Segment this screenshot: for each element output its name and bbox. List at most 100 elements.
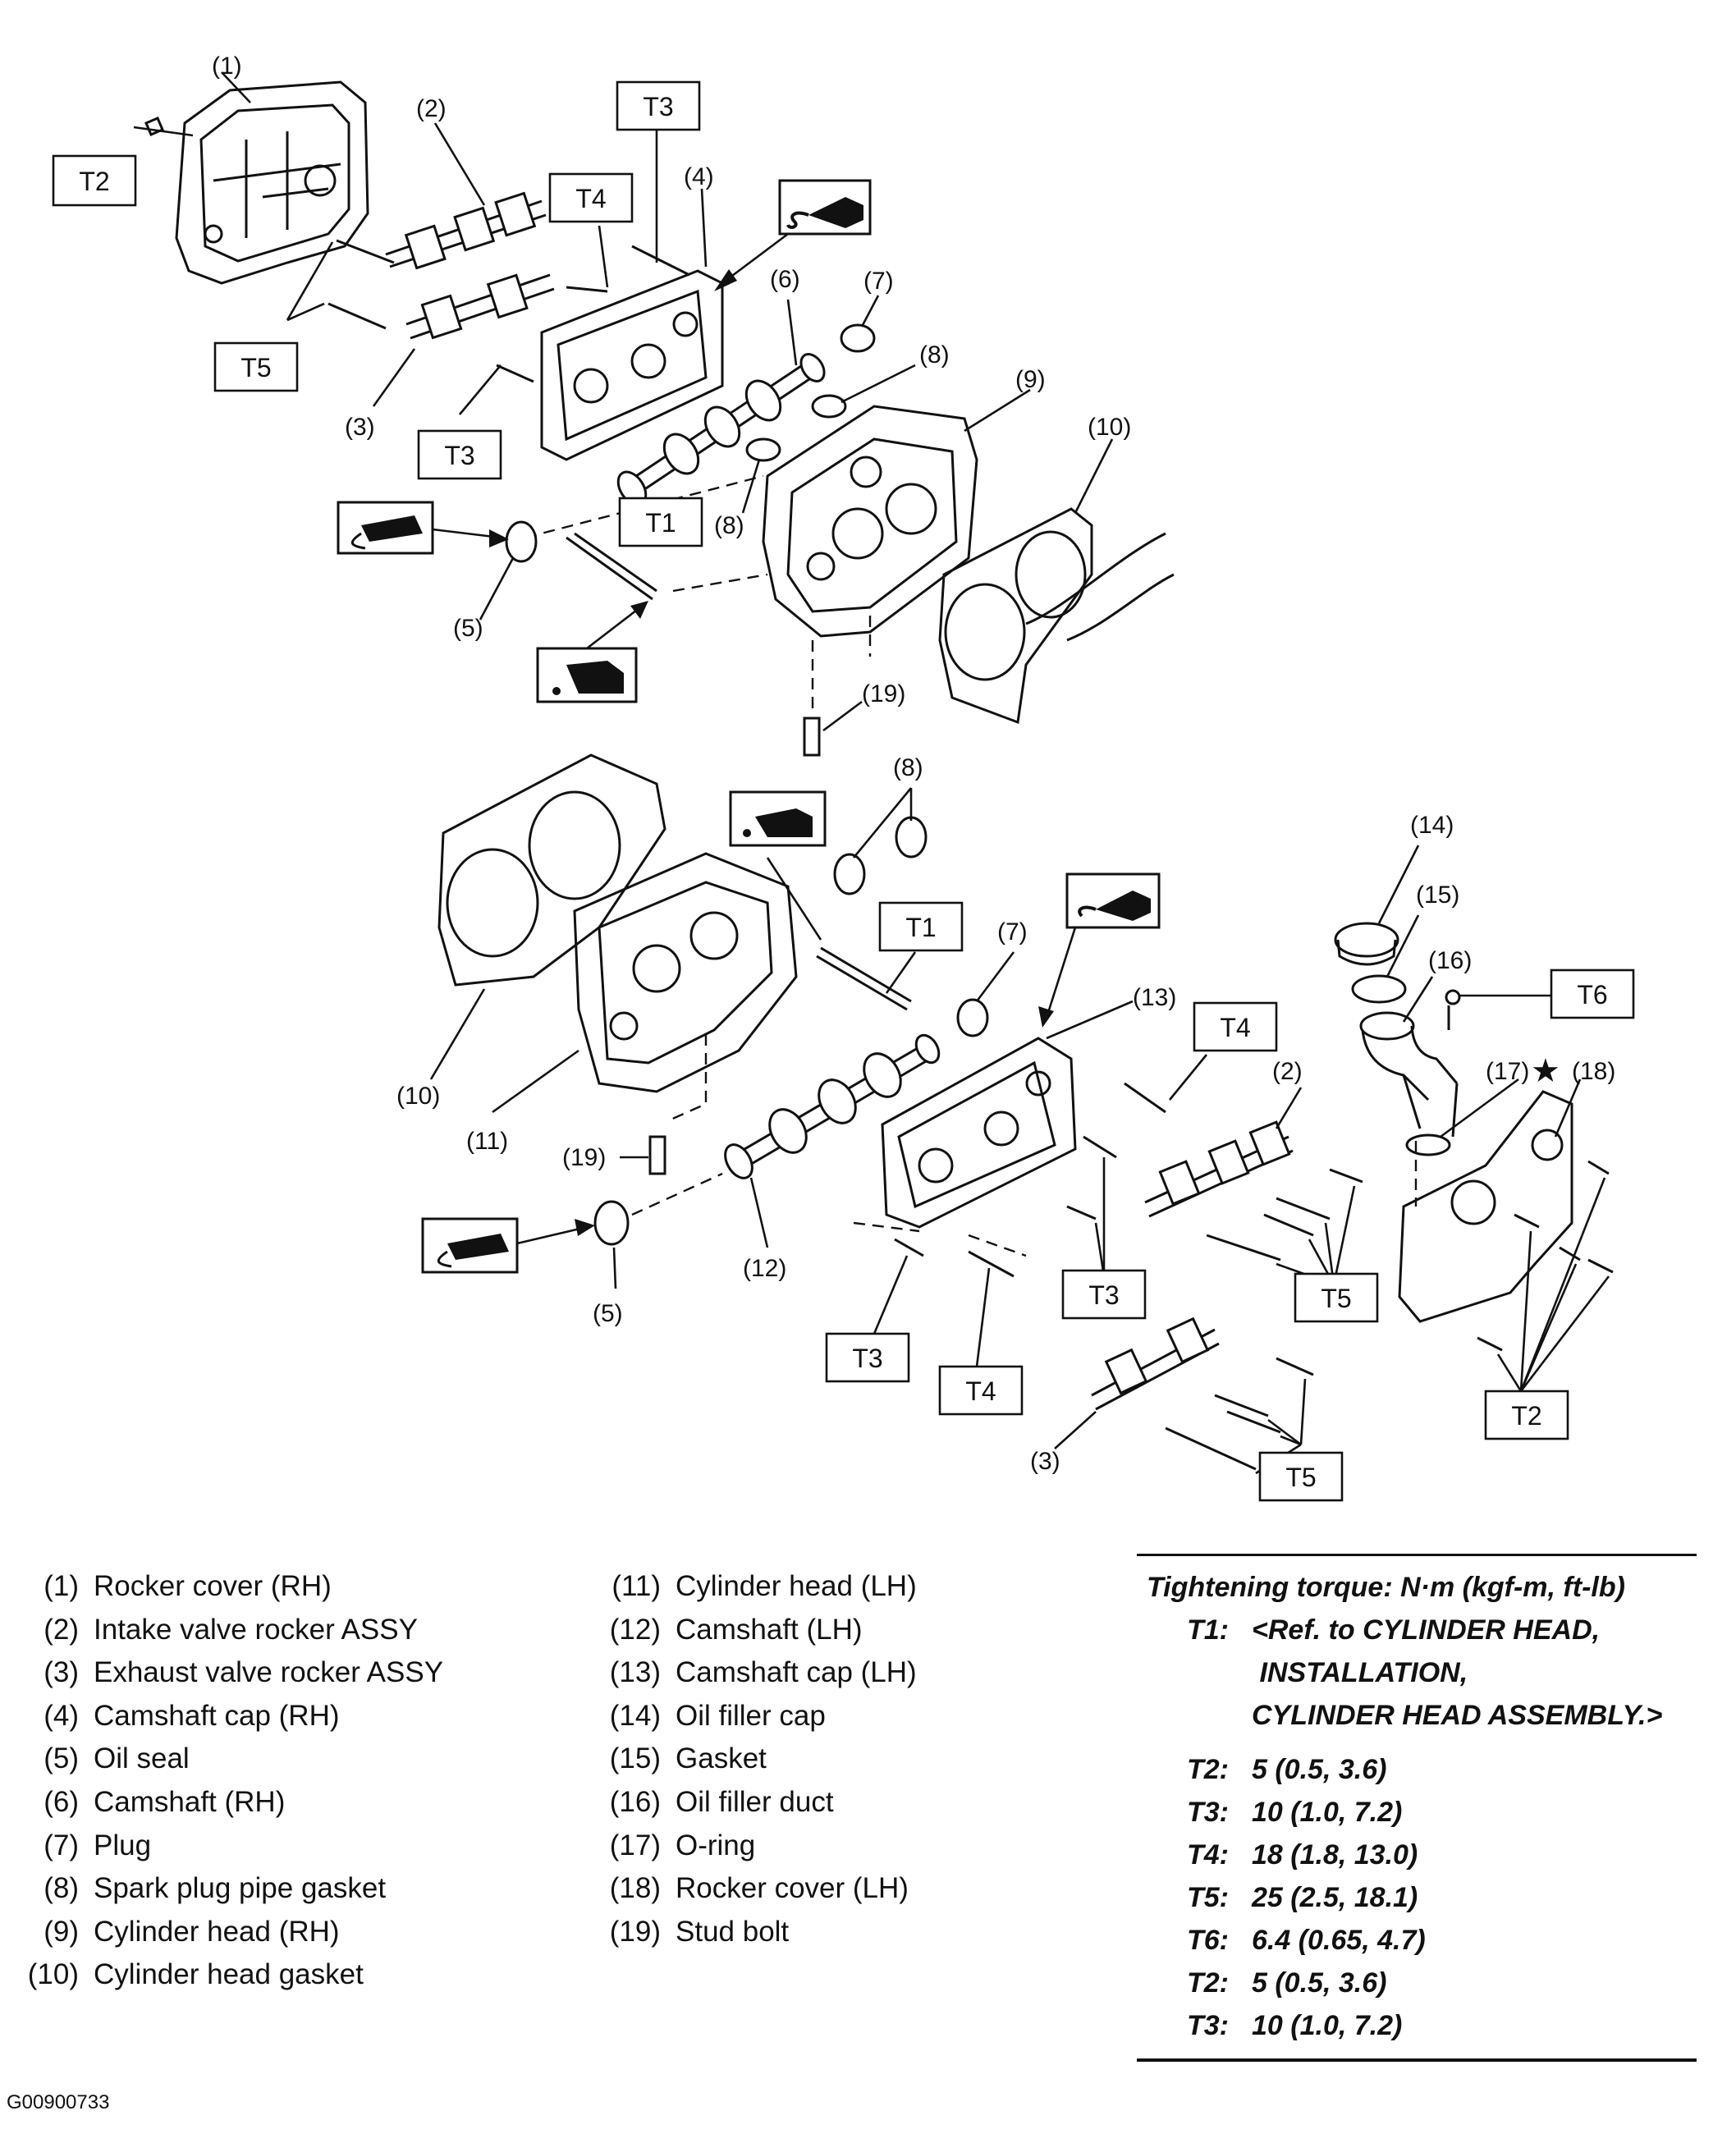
- plug-lh-drawing: [956, 998, 989, 1037]
- legend-item: (8) Spark plug pipe gasket: [0, 1867, 566, 1911]
- legend-text: Cylinder head (RH): [94, 1915, 340, 1948]
- callout-5-lh: (5): [593, 1300, 623, 1327]
- torque-tag-top-t5: T5: [213, 341, 299, 392]
- camshaft-lh-drawing: [724, 1033, 941, 1179]
- legend-number: (2): [44, 1613, 79, 1646]
- legend-number: (5): [44, 1742, 79, 1775]
- callout-15: (15): [1416, 881, 1459, 909]
- legend-item: (14) Oil filler cap: [575, 1695, 1149, 1738]
- legend-number: (7): [44, 1829, 79, 1861]
- legend-number: (9): [44, 1915, 79, 1948]
- legend-text: Exhaust valve rocker ASSY: [94, 1656, 444, 1689]
- torque-tag-top-t3a: T3: [616, 80, 701, 131]
- svg-text:T3: T3: [852, 1344, 882, 1373]
- callout-3-lh: (3): [1030, 1448, 1060, 1475]
- torque-row: T3: 10 (1.0, 7.2): [1137, 2004, 1697, 2047]
- plug-rh-drawing: [840, 323, 876, 353]
- legend-item: (17)O-ring: [575, 1825, 1149, 1868]
- torque-tag-lh-t4b: T4: [938, 1365, 1024, 1416]
- torque-key: T6:: [1187, 1925, 1229, 1956]
- legend-number: (8): [44, 1872, 79, 1905]
- exploded-cylinder-head-diagram: T2 T3 T4 T5 T3 T1 T1 T6 T4 T3 T5 T: [52, 53, 1635, 1502]
- callout-4: (4): [684, 163, 714, 190]
- callout-11: (11): [466, 1128, 508, 1155]
- intake-rocker-rh-drawing: [385, 191, 547, 270]
- legend-item: (6)Camshaft (RH): [0, 1781, 566, 1825]
- torque-tag-lh-t2: T2: [1484, 1390, 1569, 1440]
- torque-value: 5 (0.5, 3.6): [1252, 1967, 1387, 1999]
- legend-text: Camshaft (RH): [94, 1785, 286, 1818]
- callout-5: (5): [453, 615, 483, 642]
- torque-row: T2: 5 (0.5, 3.6): [1137, 1962, 1697, 2004]
- figure-id: G00900733: [7, 2091, 110, 2113]
- torque-key: T3:: [1187, 1797, 1229, 1828]
- legend-text: Cylinder head gasket: [94, 1958, 364, 1991]
- spark-plug-gasket-lh-2: [895, 816, 928, 859]
- torque-tag-lh-t4a: T4: [1193, 1001, 1278, 1052]
- torque-key: T3:: [1187, 2010, 1229, 2041]
- torque-row-t1: T1: <Ref. to CYLINDER HEAD,: [1137, 1609, 1697, 1651]
- torque-table-title: Tightening torque: N·m (kgf-m, ft-lb): [1147, 1572, 1625, 1603]
- torque-value: 6.4 (0.65, 4.7): [1252, 1925, 1426, 1956]
- legend-item: (10) Cylinder head gasket: [0, 1953, 566, 1997]
- torque-key: T2:: [1187, 1967, 1229, 1999]
- callout-9: (9): [1015, 366, 1046, 393]
- callout-16: (16): [1428, 947, 1472, 974]
- svg-text:T5: T5: [1285, 1463, 1316, 1492]
- callout-7-lh: (7): [997, 918, 1028, 946]
- torque-tag-lh-t5b: T5: [1258, 1451, 1344, 1502]
- legend-number: (14): [609, 1699, 661, 1732]
- svg-text:T4: T4: [965, 1376, 996, 1406]
- star-symbol: ★: [1531, 1052, 1560, 1090]
- legend-number: (11): [611, 1570, 661, 1602]
- callout-8a: (8): [919, 341, 950, 369]
- callout-1: (1): [212, 53, 242, 80]
- callout-2-lh: (2): [1272, 1058, 1303, 1085]
- legend-item: (7) Plug: [0, 1825, 566, 1868]
- grease-gun-lh-icon: [421, 1217, 519, 1274]
- torque-key: T4:: [1187, 1839, 1229, 1871]
- svg-text:T5: T5: [1321, 1284, 1351, 1313]
- callout-13: (13): [1133, 984, 1176, 1011]
- oil-seal-rh-drawing: [505, 520, 538, 563]
- spark-plug-gasket-rh-2: [745, 437, 781, 462]
- legend-text: Gasket: [676, 1742, 767, 1775]
- torque-row: T3: 10 (1.0, 7.2): [1137, 1791, 1697, 1834]
- legend-text: Camshaft cap (LH): [676, 1656, 917, 1689]
- oil-filler-duct-drawing: [1359, 1011, 1459, 1138]
- torque-tag-top-t3b: T3: [417, 429, 502, 480]
- torque-tag-lh-t3a: T3: [1061, 1269, 1147, 1320]
- torque-row-t1-cont: INSTALLATION,: [1137, 1651, 1697, 1694]
- stud-bolt-lh-drawing: [648, 1135, 666, 1175]
- callout-19-lh: (19): [562, 1144, 606, 1171]
- legend-text: Spark plug pipe gasket: [94, 1872, 387, 1905]
- torque-value: 10 (1.0, 7.2): [1252, 1797, 1403, 1828]
- head-gasket-rh-drawing: [938, 507, 1175, 725]
- grease-gun-icon: [337, 501, 434, 555]
- legend-item: (13)Camshaft cap (LH): [575, 1651, 1149, 1695]
- legend-number: (4): [44, 1699, 79, 1732]
- cylinder-head-lh-drawing: [573, 852, 798, 1093]
- rocker-cover-rh-drawing: [175, 80, 369, 285]
- legend-item: (4)Camshaft cap (RH): [0, 1695, 566, 1738]
- torque-row: T2:5 (0.5, 3.6): [1137, 1748, 1697, 1791]
- legend-number: (3): [44, 1656, 79, 1689]
- legend-item: (19)Stud bolt: [575, 1911, 1149, 1954]
- svg-text:T3: T3: [444, 441, 474, 470]
- legend-text: Oil filler cap: [676, 1699, 826, 1732]
- exhaust-rocker-lh-drawing: [1091, 1316, 1220, 1411]
- legend-text: Rocker cover (LH): [676, 1872, 909, 1905]
- legend-number: (12): [609, 1613, 661, 1646]
- callout-3: (3): [345, 414, 375, 441]
- torque-key: T5:: [1187, 1882, 1229, 1913]
- svg-text:T5: T5: [240, 353, 271, 382]
- torque-value: 10 (1.0, 7.2): [1252, 2010, 1403, 2041]
- camshaft-cap-lh-drawing: [881, 1037, 1077, 1229]
- legend-number: (10): [27, 1958, 79, 1991]
- legend-text: O-ring: [676, 1829, 756, 1861]
- torque-ref-line: INSTALLATION,: [1252, 1657, 1468, 1688]
- legend-text: Plug: [94, 1829, 152, 1861]
- legend-item: (1)Rocker cover (RH): [0, 1565, 566, 1609]
- torque-tag-lh-t5a: T5: [1294, 1272, 1379, 1323]
- legend-number: (16): [609, 1785, 661, 1818]
